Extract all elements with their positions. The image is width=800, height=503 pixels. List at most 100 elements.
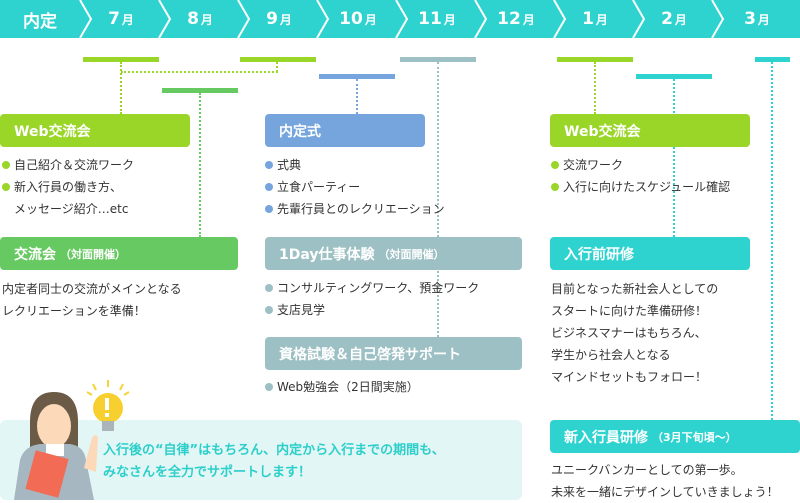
connector bbox=[121, 71, 278, 73]
list-item: 自己紹介＆交流ワーク bbox=[2, 154, 134, 176]
desc-line: ビジネスマナーはもちろん、 bbox=[551, 326, 707, 340]
desc-line: マインドセットもフォロー！ bbox=[551, 370, 708, 384]
event-web1-list: 自己紹介＆交流ワーク 新入行員の働き方、 メッセージ紹介…etc bbox=[2, 154, 134, 220]
connector bbox=[437, 62, 439, 337]
connector bbox=[199, 93, 201, 237]
period-bar-newhire bbox=[755, 57, 790, 62]
list-item: メッセージ紹介…etc bbox=[14, 202, 129, 216]
woman-with-lightbulb-illustration bbox=[14, 380, 130, 500]
month-label: 内定 bbox=[23, 11, 57, 32]
list-item: コンサルティングワーク、預金ワーク bbox=[265, 277, 479, 299]
list-item: Web勉強会（2日間実施） bbox=[265, 376, 419, 398]
period-bar-web1 bbox=[83, 57, 159, 62]
list-item: 立食パーティー bbox=[265, 176, 445, 198]
list-item: 先輩行員とのレクリエーション bbox=[265, 198, 445, 220]
event-web-exchange-2: Web交流会 bbox=[550, 114, 750, 147]
month-label: 8 bbox=[187, 9, 199, 29]
month-unit: 月 bbox=[674, 12, 687, 27]
month-unit: 月 bbox=[757, 12, 770, 27]
month-naitei: 内定 bbox=[0, 0, 80, 38]
list-item: 支店見学 bbox=[265, 299, 479, 321]
event-ceremony-list: 式典 立食パーティー 先輩行員とのレクリエーション bbox=[265, 154, 445, 220]
message-line: 入行後の“自律”はもちろん、内定から入行までの期間も、 bbox=[103, 443, 445, 458]
event-meet-desc: 内定者同士の交流がメインとなるレクリエーションを準備！ bbox=[2, 278, 182, 322]
event-meetup: 交流会 （対面開催） bbox=[0, 237, 238, 270]
desc-line: スタートに向けた準備研修！ bbox=[551, 304, 708, 318]
month-unit: 月 bbox=[279, 12, 292, 27]
desc-line: 内定者同士の交流がメインとなる bbox=[2, 282, 182, 296]
event-web-exchange-1: Web交流会 bbox=[0, 114, 190, 147]
event-subtitle: （3月下旬頃〜） bbox=[652, 430, 737, 444]
event-new-hire-training: 新入行員研修 （3月下旬頃〜） bbox=[550, 420, 800, 453]
event-title: 新入行員研修 bbox=[564, 429, 648, 446]
event-qualification: 資格試験＆自己啓発サポート bbox=[265, 337, 522, 370]
desc-line: 未来を一緒にデザインしていきましょう！ bbox=[551, 485, 779, 499]
desc-line: レクリエーションを準備！ bbox=[2, 304, 146, 318]
event-oneday: 1Day仕事体験（対面開催） bbox=[265, 237, 522, 270]
connector bbox=[594, 62, 596, 114]
month-label: 3 bbox=[744, 9, 756, 29]
event-title: 内定式 bbox=[279, 123, 321, 140]
month-unit: 月 bbox=[200, 12, 213, 27]
event-oneday-list: コンサルティングワーク、預金ワーク 支店見学 bbox=[265, 277, 479, 321]
list-item: 交流ワーク bbox=[551, 154, 730, 176]
period-bar-oneday bbox=[400, 57, 476, 62]
message-line: みなさんを全力でサポートします！ bbox=[103, 465, 312, 480]
desc-line: 目前となった新社会人としての bbox=[551, 282, 719, 296]
month-label: 2 bbox=[661, 9, 673, 29]
lightbulb-icon bbox=[86, 380, 130, 431]
connector bbox=[120, 62, 122, 114]
desc-line: 学生から社会人となる bbox=[551, 348, 671, 362]
event-web2-list: 交流ワーク 入行に向けたスケジュール確認 bbox=[551, 154, 730, 198]
period-bar-web1b bbox=[240, 57, 316, 62]
support-message: 入行後の“自律”はもちろん、内定から入行までの期間も、 みなさんを全力でサポート… bbox=[103, 440, 445, 484]
chevron-dividers bbox=[79, 0, 725, 38]
period-bar-meet bbox=[162, 88, 238, 93]
month-label: 12 bbox=[497, 9, 521, 29]
event-title: 交流会 bbox=[14, 246, 56, 263]
connector bbox=[673, 79, 675, 237]
event-subtitle: （対面開催） bbox=[378, 247, 445, 261]
month-unit: 月 bbox=[121, 12, 134, 27]
month-label: 1 bbox=[582, 9, 594, 29]
month-label: 11 bbox=[418, 9, 442, 29]
month-unit: 月 bbox=[443, 12, 456, 27]
list-item: 新入行員の働き方、 bbox=[2, 176, 134, 198]
event-qual-list: Web勉強会（2日間実施） bbox=[265, 376, 419, 398]
month-unit: 月 bbox=[595, 12, 608, 27]
list-item: 入行に向けたスケジュール確認 bbox=[551, 176, 730, 198]
event-pre-desc: 目前となった新社会人としての スタートに向けた準備研修！ ビジネスマナーはもちろ… bbox=[551, 278, 718, 388]
event-title: 資格試験＆自己啓発サポート bbox=[279, 346, 461, 363]
event-newhire-desc: ユニークバンカーとしての第一歩。 未来を一緒にデザインしていきましょう！ bbox=[551, 459, 779, 503]
period-bar-pre bbox=[636, 74, 712, 79]
event-ceremony: 内定式 bbox=[265, 114, 425, 147]
connector bbox=[771, 62, 773, 420]
connector bbox=[276, 62, 278, 72]
month-unit: 月 bbox=[364, 12, 377, 27]
month-label: 7 bbox=[108, 9, 120, 29]
event-subtitle: （対面開催） bbox=[60, 247, 126, 261]
event-pre-training: 入行前研修 bbox=[550, 237, 750, 270]
list-item: 式典 bbox=[265, 154, 445, 176]
month-label: 10 bbox=[339, 9, 363, 29]
month-unit: 月 bbox=[522, 12, 535, 27]
period-bar-ceremony bbox=[319, 74, 395, 79]
month-label: 9 bbox=[266, 9, 278, 29]
connector bbox=[356, 79, 358, 114]
event-title: Web交流会 bbox=[14, 123, 91, 140]
period-bar-web2 bbox=[557, 57, 633, 62]
event-title: 1Day仕事体験 bbox=[279, 246, 375, 263]
event-title: Web交流会 bbox=[564, 123, 641, 140]
event-title: 入行前研修 bbox=[564, 246, 634, 263]
desc-line: ユニークバンカーとしての第一歩。 bbox=[551, 463, 743, 477]
